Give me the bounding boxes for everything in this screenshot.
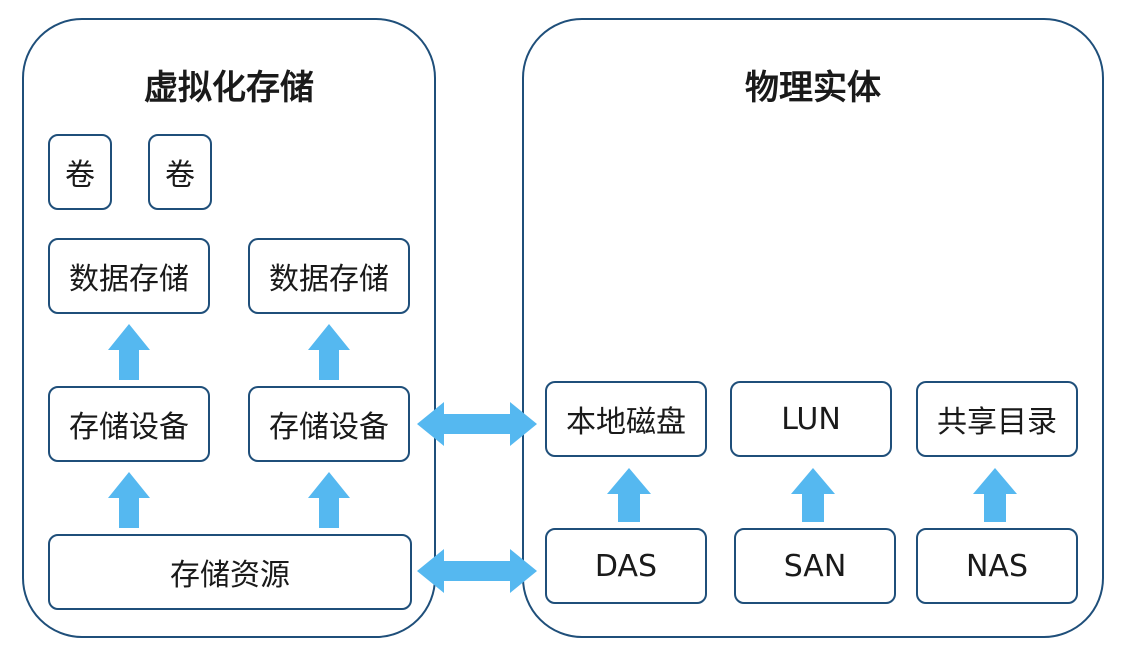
datastore-box-2: 数据存储	[248, 238, 410, 314]
up-arrow-icon	[108, 324, 150, 380]
physical-entity-title: 物理实体	[745, 68, 881, 108]
nas-box: NAS	[916, 528, 1078, 604]
up-arrow-icon	[308, 324, 350, 380]
datastore-box-1: 数据存储	[48, 238, 210, 314]
local-disk-box: 本地磁盘	[545, 381, 707, 457]
up-arrow-icon	[973, 468, 1017, 522]
das-box: DAS	[545, 528, 707, 604]
bidirectional-arrow-icon	[417, 549, 537, 593]
up-arrow-icon	[607, 468, 651, 522]
san-box: SAN	[734, 528, 896, 604]
up-arrow-icon	[791, 468, 835, 522]
storage-resource-box: 存储资源	[48, 534, 412, 610]
storage-device-box-2: 存储设备	[248, 386, 410, 462]
storage-device-box-1: 存储设备	[48, 386, 210, 462]
shared-directory-box: 共享目录	[916, 381, 1078, 457]
up-arrow-icon	[308, 472, 350, 528]
volume-box-1: 卷	[48, 134, 112, 210]
lun-box: LUN	[730, 381, 892, 457]
virtual-storage-title: 虚拟化存储	[144, 68, 314, 108]
up-arrow-icon	[108, 472, 150, 528]
volume-box-2: 卷	[148, 134, 212, 210]
bidirectional-arrow-icon	[417, 402, 537, 446]
